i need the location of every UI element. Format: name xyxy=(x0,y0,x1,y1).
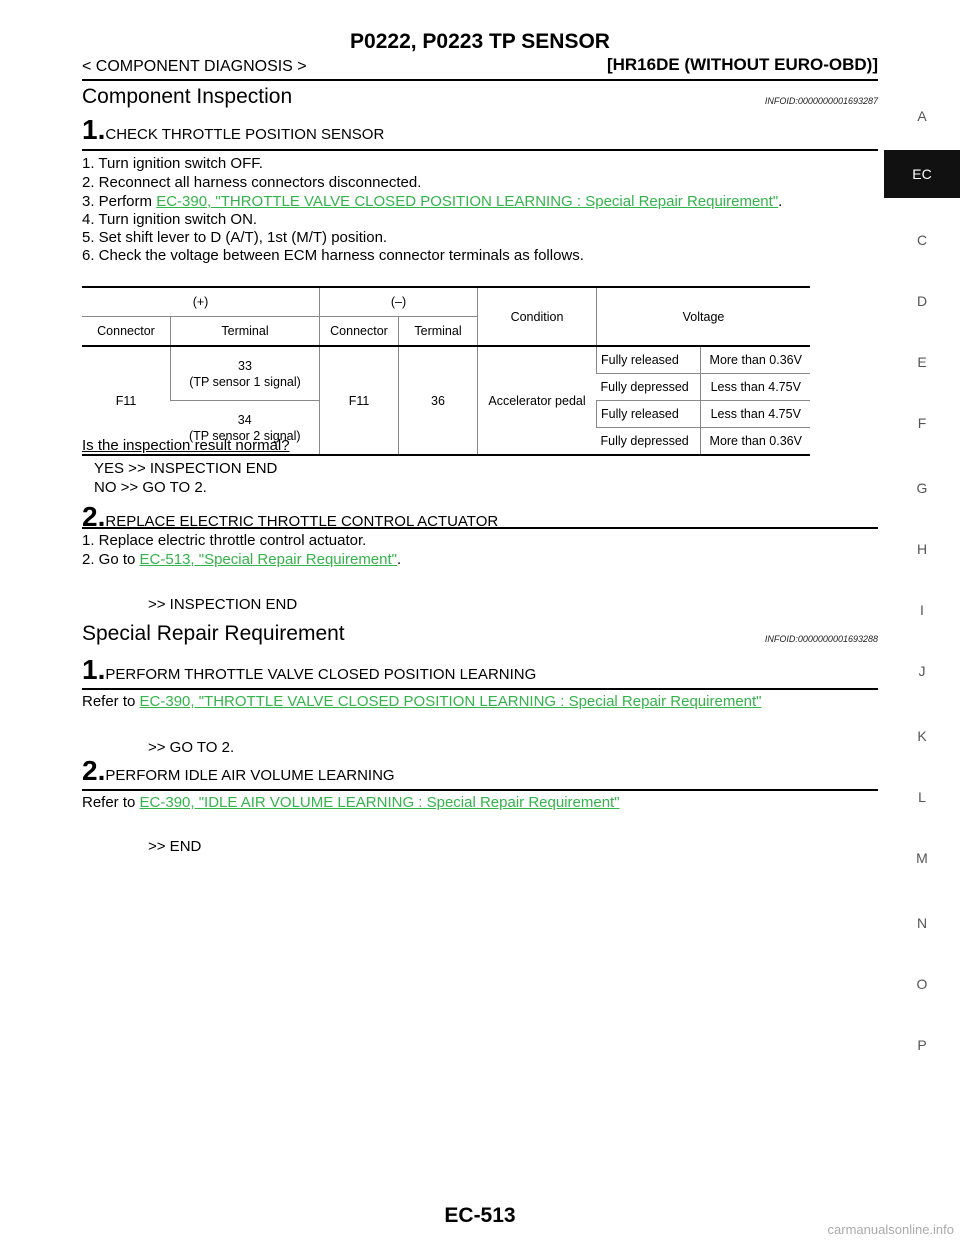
step-title: CHECK THROTTLE POSITION SENSOR xyxy=(105,126,385,143)
tab-m[interactable]: M xyxy=(916,850,928,866)
instruction-item: 6. Check the voltage between ECM harness… xyxy=(82,247,584,264)
voltage-spec-table: (+) (–) Condition Voltage Connector Term… xyxy=(82,286,810,456)
page-number: EC-513 xyxy=(444,1204,516,1227)
no-branch: NO >> GO TO 2. xyxy=(94,479,207,496)
instruction-text: . xyxy=(397,551,402,568)
instruction-item: 1. Turn ignition switch OFF. xyxy=(82,155,263,172)
instruction-text: Refer to xyxy=(82,693,140,710)
breadcrumb: < COMPONENT DIAGNOSIS > xyxy=(82,58,307,75)
terminal-number: 34 xyxy=(237,412,252,427)
watermark: carmanualsonline.info xyxy=(827,1222,954,1237)
instruction-text: 2. Go to xyxy=(82,551,140,568)
instruction-item: Refer to EC-390, "THROTTLE VALVE CLOSED … xyxy=(82,693,762,710)
table-cell: F11 xyxy=(319,345,399,456)
table-header: (–) xyxy=(319,286,478,317)
instruction-item: 5. Set shift lever to D (A/T), 1st (M/T)… xyxy=(82,229,388,246)
table-header: Condition xyxy=(477,286,597,346)
step-2-heading: 2.PERFORM IDLE AIR VOLUME LEARNING xyxy=(82,755,395,787)
step-title: PERFORM THROTTLE VALVE CLOSED POSITION L… xyxy=(105,666,537,683)
yes-branch: YES >> INSPECTION END xyxy=(94,460,278,477)
instruction-item: 2. Go to EC-513, "Special Repair Require… xyxy=(82,551,401,568)
instruction-text: . xyxy=(778,193,783,210)
table-cell: F11 xyxy=(82,345,171,456)
tab-c[interactable]: C xyxy=(916,232,928,248)
table-cell: Fully released xyxy=(595,400,701,428)
instruction-item: Refer to EC-390, "IDLE AIR VOLUME LEARNI… xyxy=(82,794,620,811)
step-result: >> END xyxy=(148,838,202,855)
reference-link[interactable]: EC-390, "THROTTLE VALVE CLOSED POSITION … xyxy=(139,693,762,710)
reference-link[interactable]: EC-513, "Special Repair Requirement" xyxy=(139,551,397,568)
table-cell: Fully released xyxy=(595,345,701,374)
reference-link[interactable]: EC-390, "THROTTLE VALVE CLOSED POSITION … xyxy=(156,193,779,210)
instruction-text: 3. Perform xyxy=(82,193,157,210)
inspection-question: Is the inspection result normal? xyxy=(82,437,290,454)
page-title: P0222, P0223 TP SENSOR xyxy=(350,30,610,53)
step-result: >> GO TO 2. xyxy=(148,739,235,756)
table-header: Connector xyxy=(319,316,399,346)
terminal-desc: (TP sensor 2 signal) xyxy=(188,428,301,443)
step-2-heading: 2.REPLACE ELECTRIC THROTTLE CONTROL ACTU… xyxy=(82,501,498,533)
header-rule xyxy=(82,79,878,81)
section-heading-special-repair: Special Repair Requirement xyxy=(82,622,345,645)
instruction-text: Refer to xyxy=(82,794,140,811)
step-number: 2. xyxy=(82,501,106,532)
table-header: Connector xyxy=(82,316,171,346)
step-number: 1. xyxy=(82,114,106,145)
instruction-item: 2. Reconnect all harness connectors disc… xyxy=(82,174,422,191)
tab-o[interactable]: O xyxy=(916,976,928,992)
step-rule xyxy=(82,149,878,151)
terminal-desc: (TP sensor 1 signal) xyxy=(189,374,301,389)
tab-p[interactable]: P xyxy=(917,1037,927,1053)
tab-j[interactable]: J xyxy=(918,663,926,679)
table-cell: More than 0.36V xyxy=(700,427,810,456)
table-cell: Fully depressed xyxy=(596,373,701,401)
tab-f[interactable]: F xyxy=(917,415,927,431)
table-cell: Accelerator pedal xyxy=(477,345,597,456)
tab-n[interactable]: N xyxy=(916,915,928,931)
step-rule xyxy=(82,527,878,529)
step-1-heading: 1.CHECK THROTTLE POSITION SENSOR xyxy=(82,114,384,146)
table-cell: 33 (TP sensor 1 signal) xyxy=(170,345,320,401)
tab-l[interactable]: L xyxy=(918,789,926,805)
table-cell: Fully depressed xyxy=(596,427,701,456)
step-title: REPLACE ELECTRIC THROTTLE CONTROL ACTUAT… xyxy=(105,513,499,530)
tab-h[interactable]: H xyxy=(916,541,928,557)
step-number: 2. xyxy=(82,755,106,786)
tab-ec[interactable]: EC xyxy=(884,150,960,198)
step-1-heading: 1.PERFORM THROTTLE VALVE CLOSED POSITION… xyxy=(82,654,536,686)
info-id: INFOID:0000000001693287 xyxy=(764,96,878,106)
table-cell: More than 0.36V xyxy=(700,345,810,374)
table-cell: 34 (TP sensor 2 signal) xyxy=(170,400,320,456)
instruction-item: 1. Replace electric throttle control act… xyxy=(82,532,367,549)
section-heading-component-inspection: Component Inspection xyxy=(82,85,293,108)
engine-label: [HR16DE (WITHOUT EURO-OBD)] xyxy=(606,55,878,74)
tab-g[interactable]: G xyxy=(916,480,928,496)
table-header: Terminal xyxy=(398,316,478,346)
instruction-item: 4. Turn ignition switch ON. xyxy=(82,211,258,228)
reference-link[interactable]: EC-390, "IDLE AIR VOLUME LEARNING : Spec… xyxy=(139,794,620,811)
tab-a[interactable]: A xyxy=(917,108,927,124)
step-rule xyxy=(82,789,878,791)
tab-i[interactable]: I xyxy=(920,602,924,618)
terminal-number: 33 xyxy=(238,358,252,373)
step-number: 1. xyxy=(82,654,106,685)
tab-e[interactable]: E xyxy=(917,354,927,370)
info-id: INFOID:0000000001693288 xyxy=(764,634,878,644)
table-cell: Less than 4.75V xyxy=(700,400,810,428)
tab-k[interactable]: K xyxy=(917,728,927,744)
table-cell: 36 xyxy=(398,345,478,456)
instruction-item: 3. Perform EC-390, "THROTTLE VALVE CLOSE… xyxy=(82,193,782,210)
table-header: Voltage xyxy=(596,286,810,346)
step-title: PERFORM IDLE AIR VOLUME LEARNING xyxy=(105,767,395,784)
table-cell: Less than 4.75V xyxy=(700,373,810,401)
table-header: Terminal xyxy=(170,316,320,346)
tab-d[interactable]: D xyxy=(916,293,928,309)
table-header: (+) xyxy=(82,286,320,317)
step-result: >> INSPECTION END xyxy=(148,596,298,613)
step-rule xyxy=(82,688,878,690)
